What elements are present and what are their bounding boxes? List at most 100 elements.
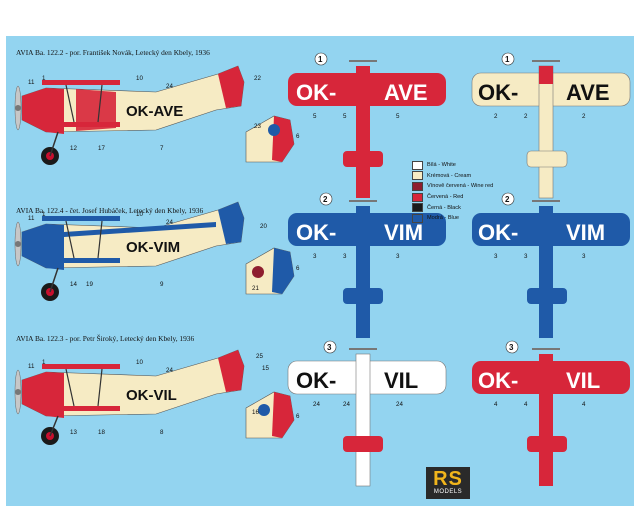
- svg-text:1: 1: [42, 211, 46, 218]
- bottom-view-2: OK- VIM 3 3 3 2: [472, 192, 630, 338]
- top-view-2: OK- VIM 3 3 3 2: [288, 192, 446, 338]
- bottom-registration-right-1: AVE: [566, 80, 610, 105]
- svg-text:24: 24: [343, 401, 350, 408]
- svg-text:6: 6: [296, 133, 300, 140]
- legend-label: Bílá - White: [427, 162, 456, 169]
- legend-label: Vínově červená - Wine red: [427, 183, 494, 190]
- top-registration-right-1: AVE: [384, 80, 428, 105]
- bottom-registration-left-1: OK-: [478, 80, 518, 105]
- legend-label: Černá - Black: [427, 204, 461, 211]
- caption-variant-2: AVIA Ba. 122.4 - čet. Josef Hubáček, Let…: [16, 206, 204, 215]
- svg-text:7: 7: [160, 145, 164, 152]
- top-registration-right-3: VIL: [384, 368, 418, 393]
- svg-text:24: 24: [396, 401, 403, 408]
- svg-text:11: 11: [28, 363, 35, 370]
- side-view-3: OK-VIL 11 1 10 24 25 15 13 18 8: [14, 349, 269, 445]
- tail-view-2: 21 6: [245, 247, 300, 295]
- legend-item: Bílá - White: [412, 160, 493, 171]
- legend-label: Krémová - Cream: [427, 172, 472, 179]
- side-registration-1: OK-AVE: [126, 103, 183, 120]
- svg-text:14: 14: [70, 281, 77, 288]
- top-view-3: OK- VIL 24 24 24 3: [287, 340, 447, 487]
- svg-text:18: 18: [98, 429, 105, 436]
- legend-item: Černá - Black: [412, 202, 493, 213]
- legend-swatch: [412, 181, 423, 191]
- svg-text:8: 8: [160, 429, 164, 436]
- legend-item: Vínově červená - Wine red: [412, 181, 493, 192]
- svg-text:11: 11: [28, 79, 35, 86]
- side-view-1: OK-AVE 11 1 10 24 22 12 17 7: [14, 65, 261, 165]
- caption-variant-3: AVIA Ba. 122.3 - por. Petr Široký, Letec…: [16, 334, 195, 343]
- top-view-1: OK- AVE 5 5 5 1: [288, 52, 446, 198]
- top-registration-left-1: OK-: [296, 80, 336, 105]
- svg-text:10: 10: [136, 359, 143, 366]
- top-registration-right-2: VIM: [384, 220, 423, 245]
- legend-item: Krémová - Cream: [412, 171, 493, 182]
- svg-text:12: 12: [70, 145, 77, 152]
- bottom-registration-left-3: OK-: [478, 368, 518, 393]
- top-registration-left-3: OK-: [296, 368, 336, 393]
- svg-text:9: 9: [160, 281, 164, 288]
- svg-text:3: 3: [396, 253, 400, 260]
- side-registration-2: OK-VIM: [126, 239, 180, 256]
- svg-text:3: 3: [524, 253, 528, 260]
- logo-main-text: RS: [433, 468, 463, 490]
- bottom-registration-right-3: VIL: [566, 368, 600, 393]
- svg-text:2: 2: [505, 195, 510, 204]
- decal-sheet: AVIA Ba. 122.2 - por. František Novák, L…: [6, 36, 634, 506]
- svg-text:6: 6: [296, 413, 300, 420]
- svg-text:24: 24: [166, 83, 173, 90]
- legend-label: Modrá - Blue: [427, 215, 460, 222]
- svg-text:5: 5: [396, 113, 400, 120]
- svg-text:24: 24: [166, 367, 173, 374]
- svg-text:3: 3: [343, 253, 347, 260]
- legend-swatch: [412, 192, 423, 202]
- svg-text:21: 21: [252, 285, 259, 292]
- legend-item: Červená - Red: [412, 192, 493, 203]
- svg-text:6: 6: [296, 265, 300, 272]
- artwork: OK-AVE 11 1 10 24 22 12 17 7 23 6 OK- AV…: [14, 52, 631, 487]
- top-registration-left-2: OK-: [296, 220, 336, 245]
- svg-text:25: 25: [256, 353, 263, 360]
- bottom-view-3: OK- VIL 4 4 4 3: [472, 340, 630, 486]
- legend-swatch: [412, 213, 423, 223]
- svg-text:20: 20: [260, 223, 267, 230]
- svg-text:1: 1: [42, 75, 46, 82]
- caption-variant-1: AVIA Ba. 122.2 - por. František Novák, L…: [16, 48, 210, 57]
- svg-text:10: 10: [136, 211, 143, 218]
- tail-view-3: 16 6: [245, 391, 300, 439]
- rs-models-logo: RS MODELS: [426, 467, 470, 499]
- svg-text:3: 3: [313, 253, 317, 260]
- svg-text:15: 15: [262, 365, 269, 372]
- svg-text:16: 16: [252, 409, 259, 416]
- tail-view-1: 23 6: [245, 115, 300, 163]
- svg-text:1: 1: [505, 55, 510, 64]
- svg-text:4: 4: [582, 401, 586, 408]
- svg-text:13: 13: [70, 429, 77, 436]
- svg-text:2: 2: [582, 113, 586, 120]
- side-registration-3: OK-VIL: [126, 387, 177, 404]
- bottom-view-1: OK- AVE 2 2 2 1: [471, 52, 631, 199]
- bottom-registration-left-2: OK-: [478, 220, 518, 245]
- svg-text:24: 24: [166, 219, 173, 226]
- legend-swatch: [412, 203, 423, 213]
- side-view-2: OK-VIM 11 1 10 24 20 14 19 9: [14, 201, 267, 301]
- svg-text:4: 4: [524, 401, 528, 408]
- svg-text:3: 3: [494, 253, 498, 260]
- legend-label: Červená - Red: [427, 194, 464, 201]
- svg-text:3: 3: [327, 343, 332, 352]
- svg-text:24: 24: [313, 401, 320, 408]
- svg-text:5: 5: [313, 113, 317, 120]
- svg-text:22: 22: [254, 75, 261, 82]
- svg-text:1: 1: [318, 55, 323, 64]
- svg-text:10: 10: [136, 75, 143, 82]
- bottom-registration-right-2: VIM: [566, 220, 605, 245]
- svg-text:5: 5: [343, 113, 347, 120]
- svg-text:2: 2: [524, 113, 528, 120]
- svg-text:2: 2: [494, 113, 498, 120]
- svg-text:17: 17: [98, 145, 105, 152]
- svg-text:3: 3: [509, 343, 514, 352]
- legend-swatch: [412, 160, 423, 170]
- legend-swatch: [412, 171, 423, 181]
